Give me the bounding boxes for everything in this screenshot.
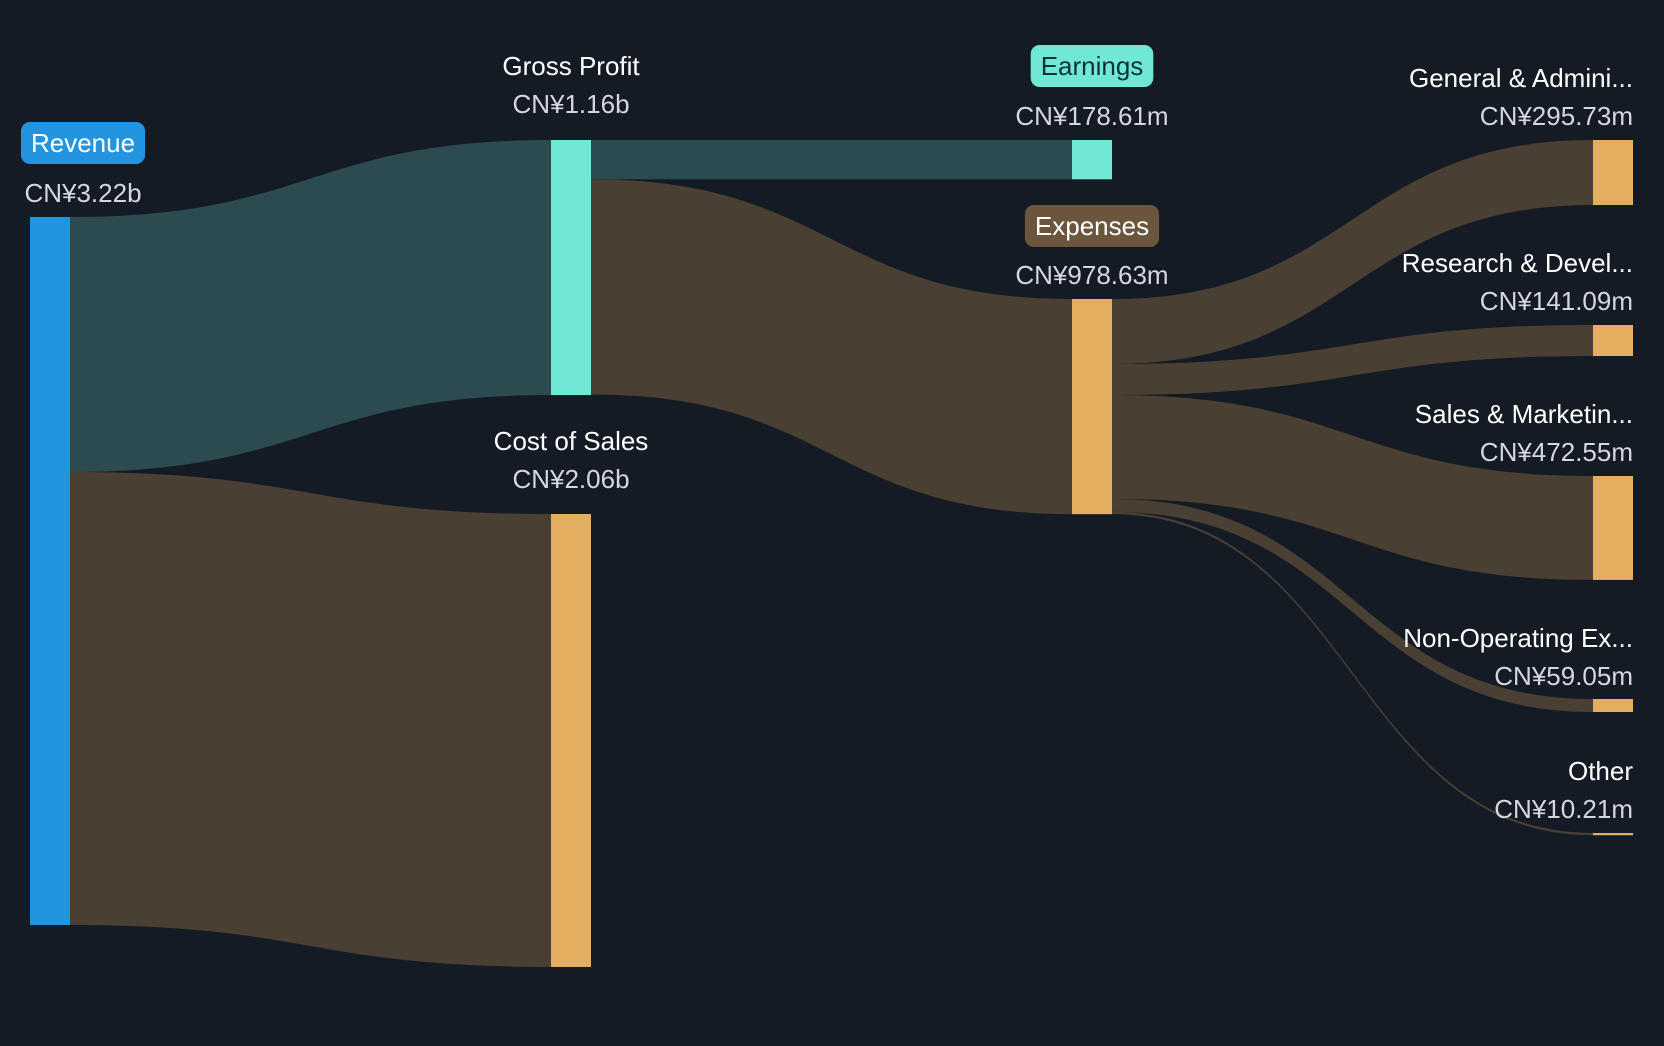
node-bar-gross_profit	[551, 140, 591, 396]
link-gross_profit-to-earnings	[591, 140, 1072, 180]
node-bar-research_dev	[1593, 325, 1633, 357]
node-label-general_admin: General & Admini...	[1409, 63, 1633, 93]
node-value-cost_of_sales: CN¥2.06b	[512, 464, 629, 494]
badge-label-revenue: Revenue	[31, 128, 135, 158]
badge-earnings: Earnings	[1030, 45, 1154, 87]
node-bar-revenue	[30, 217, 70, 925]
node-label-gross_profit: Gross Profit	[502, 51, 640, 81]
link-expenses-to-other	[1112, 511, 1593, 836]
link-revenue-to-cost_of_sales	[70, 472, 551, 967]
badge-revenue: Revenue	[20, 122, 146, 164]
sankey-links	[70, 140, 1593, 967]
node-label-non_operating: Non-Operating Ex...	[1403, 623, 1633, 653]
node-value-gross_profit: CN¥1.16b	[512, 89, 629, 119]
node-value-other: CN¥10.21m	[1494, 794, 1633, 824]
link-expenses-to-non_operating	[1112, 498, 1593, 712]
badge-bg-expenses	[1024, 205, 1160, 247]
badge-label-earnings: Earnings	[1041, 51, 1144, 81]
badge-bg-revenue	[20, 122, 146, 164]
node-value-non_operating: CN¥59.05m	[1494, 661, 1633, 691]
node-value-research_dev: CN¥141.09m	[1480, 286, 1633, 316]
link-gross_profit-to-expenses	[591, 179, 1072, 515]
node-label-research_dev: Research & Devel...	[1402, 248, 1633, 278]
node-value-expenses: CN¥978.63m	[1015, 260, 1168, 290]
link-expenses-to-research_dev	[1112, 325, 1593, 396]
node-label-other: Other	[1568, 756, 1633, 786]
node-bar-sales_marketing	[1593, 476, 1633, 580]
badge-bg-earnings	[1030, 45, 1154, 87]
node-value-earnings: CN¥178.61m	[1015, 101, 1168, 131]
node-bar-earnings	[1072, 140, 1112, 180]
link-expenses-to-general_admin	[1112, 140, 1593, 365]
node-bar-general_admin	[1593, 140, 1633, 206]
link-revenue-to-gross_profit	[70, 140, 551, 473]
node-label-cost_of_sales: Cost of Sales	[494, 426, 649, 456]
sankey-nodes	[30, 140, 1633, 967]
badge-expenses: Expenses	[1024, 205, 1160, 247]
node-bar-expenses	[1072, 299, 1112, 515]
node-value-sales_marketing: CN¥472.55m	[1480, 437, 1633, 467]
node-value-revenue: CN¥3.22b	[24, 178, 141, 208]
node-bar-other	[1593, 833, 1633, 836]
node-bar-cost_of_sales	[551, 514, 591, 967]
node-bar-non_operating	[1593, 699, 1633, 712]
node-label-sales_marketing: Sales & Marketin...	[1415, 399, 1633, 429]
link-expenses-to-sales_marketing	[1112, 395, 1593, 580]
node-value-general_admin: CN¥295.73m	[1480, 101, 1633, 131]
badge-label-expenses: Expenses	[1035, 211, 1149, 241]
